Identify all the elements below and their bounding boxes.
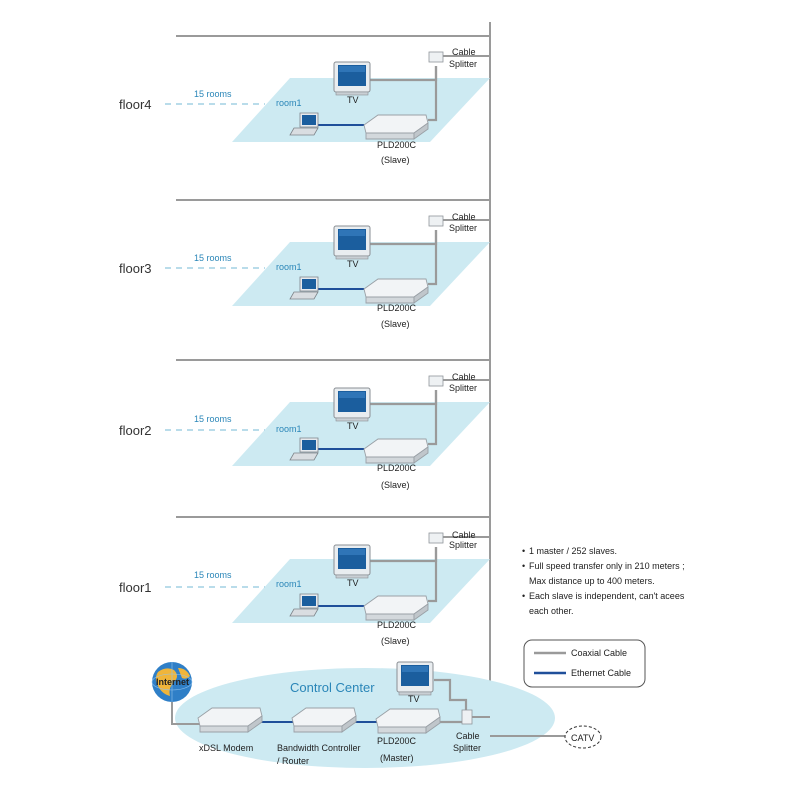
pld200c-device-icon [363,114,429,140]
floor4-section [165,35,490,142]
device-label: PLD200C [377,620,417,630]
coax-line [428,390,438,446]
catv-cloud [564,725,602,749]
splitter-label: Splitter [453,743,481,753]
rooms-count-label: 15 rooms [194,89,232,99]
legend-label: Coaxial Cable [571,648,627,658]
note-bullet: • [522,591,525,601]
tv-label: TV [347,259,359,269]
device-role-label: (Slave) [381,319,410,329]
router-label: Bandwidth Controller [277,743,361,753]
tv-icon [396,661,434,696]
coax-line [369,547,438,563]
note-text: Full speed transfer only in 210 meters ; [529,561,685,571]
internet-label: Internet [156,677,189,687]
splitter-label: Splitter [449,540,477,550]
tv-label: TV [347,578,359,588]
legend-label: Ethernet Cable [571,668,631,678]
note-bullet: • [522,561,525,571]
device-label: PLD200C [377,140,417,150]
router-label: / Router [277,756,309,766]
floor-label: floor2 [119,423,152,438]
internet-globe-icon [151,662,193,702]
control-center-title: Control Center [290,680,375,695]
cable-splitter-icon [428,51,444,63]
floor1-section [165,516,490,623]
pld200c-device-icon [363,595,429,621]
room-label: room1 [276,98,302,108]
cable-splitter-icon [461,709,473,725]
pld200c-device-icon [363,438,429,464]
coax-line [434,678,468,712]
cable-splitter-icon [428,215,444,227]
note-text: Each slave is independent, can't acees [529,591,685,601]
device-role-label: (Slave) [381,636,410,646]
floor2-section [165,359,490,466]
splitter-label: Splitter [449,59,477,69]
tv-label: TV [347,421,359,431]
pld200c-master-icon [375,708,441,734]
rooms-count-label: 15 rooms [194,414,232,424]
note-bullet: • [522,546,525,556]
splitter-label: Cable [456,731,480,741]
control-center-area [175,668,555,768]
cable-splitter-icon [428,532,444,544]
splitter-label: Splitter [449,223,477,233]
tv-icon [333,225,371,260]
rooms-count-label: 15 rooms [194,570,232,580]
control-center-section [151,661,602,768]
cable-splitter-icon [428,375,444,387]
coax-line [428,547,438,603]
tv-label: TV [408,694,420,704]
splitter-label: Splitter [449,383,477,393]
tv-label: TV [347,95,359,105]
floor-label: floor4 [119,97,152,112]
room-label: room1 [276,424,302,434]
rooms-count-label: 15 rooms [194,253,232,263]
tv-icon [333,544,371,579]
note-text: each other. [529,606,574,616]
master-device-label: PLD200C [377,736,417,746]
master-role-label: (Master) [380,753,414,763]
splitter-label: Cable [452,212,476,222]
tv-icon [333,387,371,422]
floor3-section [165,199,490,306]
device-label: PLD200C [377,463,417,473]
device-role-label: (Slave) [381,480,410,490]
room-label: room1 [276,579,302,589]
coax-line [428,230,438,286]
catv-label: CATV [571,733,594,743]
xdsl-modem-icon [197,707,263,733]
device-role-label: (Slave) [381,155,410,165]
floor-label: floor3 [119,261,152,276]
tv-icon [333,61,371,96]
coax-line [428,66,438,122]
note-text: Max distance up to 400 meters. [529,576,655,586]
splitter-label: Cable [452,372,476,382]
splitter-label: Cable [452,47,476,57]
room-label: room1 [276,262,302,272]
coax-line [369,66,438,82]
coax-line [369,230,438,246]
coax-line [369,390,438,406]
bandwidth-controller-icon [291,707,357,733]
splitter-label: Cable [452,530,476,540]
device-label: PLD200C [377,303,417,313]
floor-label: floor1 [119,580,152,595]
legend: Coaxial Cable Ethernet Cable [523,639,646,688]
pld200c-device-icon [363,278,429,304]
modem-label: xDSL Modem [199,743,253,753]
note-text: 1 master / 252 slaves. [529,546,617,556]
